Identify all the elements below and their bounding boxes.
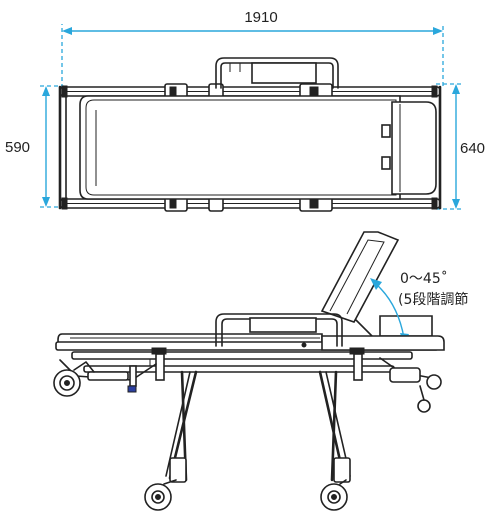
length-label: 1910: [244, 9, 277, 26]
legs: [165, 370, 351, 483]
rear-wheel-assembly: [379, 357, 442, 413]
front-wheel-assembly: [53, 359, 157, 397]
brake-pedal: [127, 385, 137, 393]
length-dimension: 1910: [61, 9, 444, 88]
top-view: 1910 590 640: [5, 9, 485, 212]
width-left-dimension: 590: [5, 85, 64, 208]
top-handle: [215, 57, 339, 89]
width-right-dimension: 640: [436, 83, 485, 210]
width-left-label: 590: [5, 139, 30, 156]
top-mattress: [79, 95, 401, 200]
side-deck: [55, 333, 445, 351]
side-backrest: [320, 231, 433, 345]
width-right-label: 640: [460, 140, 485, 157]
top-backrest: [391, 101, 437, 195]
tilt-steps-label: (5段階調節: [398, 291, 468, 308]
tilt-angle-label: 0～45˚: [400, 270, 448, 287]
side-view: 0～45˚ (5段階調節: [53, 231, 468, 511]
side-handle: [215, 313, 343, 347]
bottom-casters: [144, 479, 348, 511]
